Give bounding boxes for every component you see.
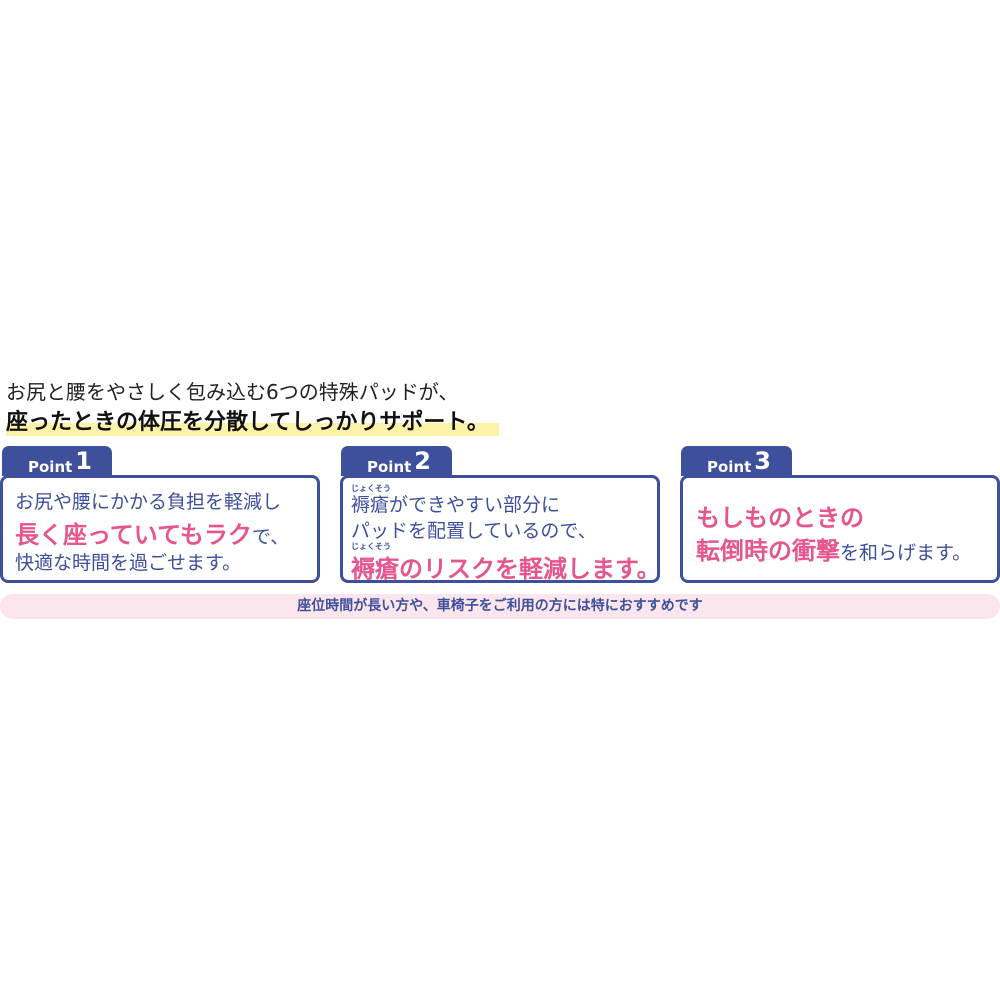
point-2-number: 2 [414, 447, 431, 475]
point-1-line-3: 快適な時間を過ごせます。 [15, 552, 242, 574]
point-2-line-2: パッドを配置しているので、 [351, 520, 597, 542]
point-2-ruby-1: じょくそう [351, 484, 391, 493]
point-1-word: Point [28, 458, 73, 476]
point-1-number: 1 [75, 447, 92, 475]
point-3-box: もしものときの 転倒時の衝撃を和らげます。 [680, 475, 1000, 583]
intro-line-1: お尻と腰をやさしく包み込む6つの特殊パッドが、 [6, 380, 459, 404]
point-2-box: じょくそう 褥瘡ができやすい部分に パッドを配置しているので、 じょくそう 褥瘡… [340, 475, 661, 583]
point-2-line-1: 褥瘡ができやすい部分に [351, 490, 560, 517]
intro-line-2-headline: 座ったときの体圧を分散してしっかりサポート。 [6, 404, 499, 436]
point-2-emphasis: 褥瘡のリスクを軽減します。 [351, 555, 661, 583]
point-3-line-2: 転倒時の衝撃を和らげます。 [696, 531, 971, 566]
point-3-emphasis-2: 転倒時の衝撃 [696, 537, 840, 565]
point-1-line-1: お尻や腰にかかる負担を軽減し [15, 491, 282, 513]
point-3-emphasis-1: もしものときの [696, 504, 864, 532]
point-2-line-1-rest: ができやすい部分に [389, 494, 561, 516]
point-1-line-2: 長く座っていてもラクで、 [15, 515, 289, 550]
recommendation-banner: 座位時間が長い方や、車椅子をご利用の方には特におすすめです [0, 594, 1000, 619]
point-1-emphasis: 長く座っていてもラク [15, 521, 252, 549]
point-1-box: お尻や腰にかかる負担を軽減し 長く座っていてもラクで、 快適な時間を過ごせます。 [0, 475, 320, 583]
point-3-number: 3 [754, 447, 771, 475]
point-3-line-2-rest: を和らげます。 [840, 542, 972, 564]
point-3-word: Point [707, 458, 752, 476]
point-1-line-2-rest: で、 [251, 526, 290, 548]
point-2-ruby-2: じょくそう [351, 542, 391, 551]
point-2-term: 褥瘡 [351, 494, 390, 516]
point-2-word: Point [367, 458, 412, 476]
